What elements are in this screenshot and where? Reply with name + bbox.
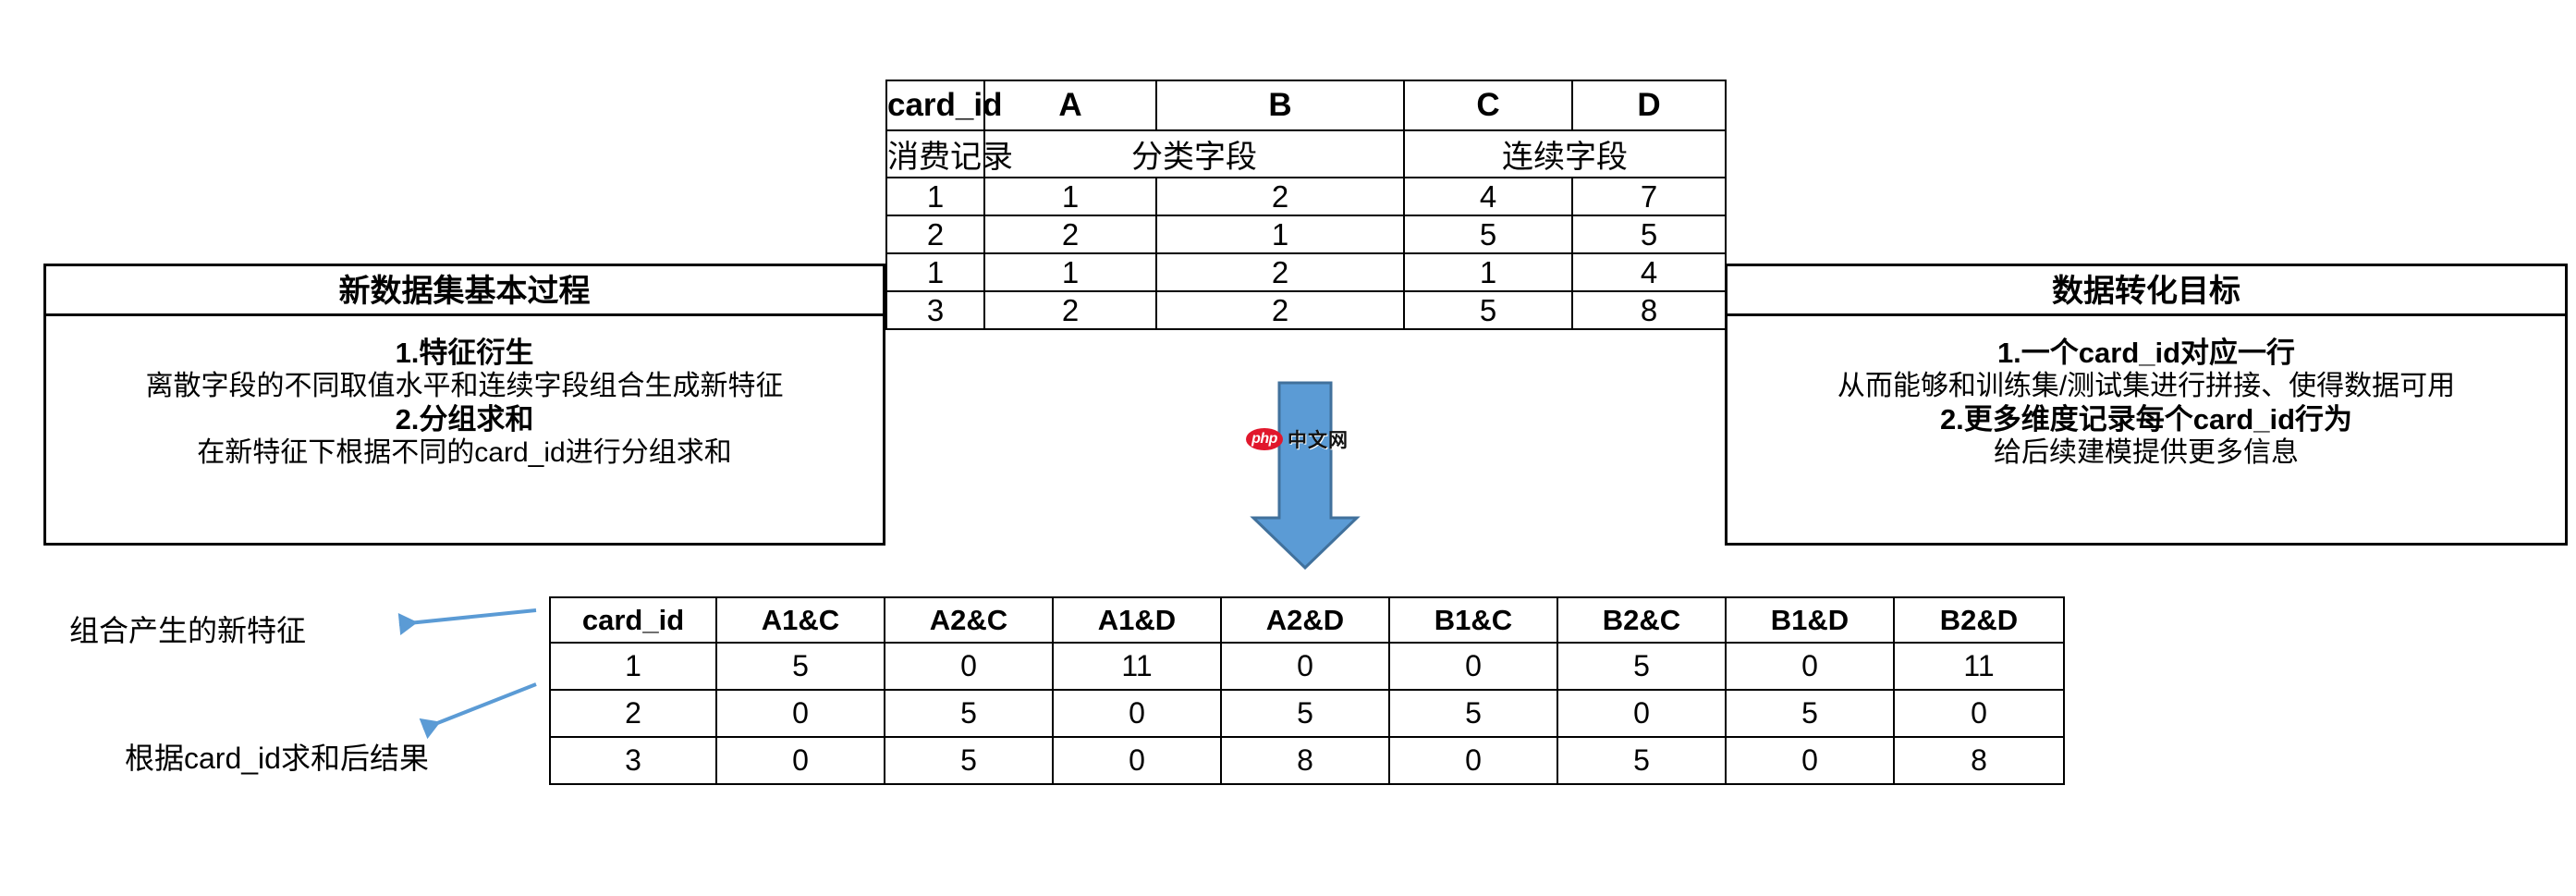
- cell: 5: [715, 642, 885, 691]
- cell: 0: [1052, 736, 1222, 785]
- cell: 2: [983, 215, 1157, 254]
- cell: 2: [1155, 177, 1405, 216]
- col-header-a: A: [983, 80, 1157, 131]
- left-box-title: 新数据集基本过程: [46, 266, 883, 316]
- group-label-categorical: 分类字段: [983, 129, 1405, 178]
- cell: 8: [1893, 736, 2065, 785]
- cell: 2: [549, 689, 717, 738]
- cell: 5: [1571, 215, 1727, 254]
- right-box-line: 从而能够和训练集/测试集进行拼接、使得数据可用: [1837, 371, 2456, 401]
- cell: 1: [885, 177, 985, 216]
- cell: 2: [885, 215, 985, 254]
- group-label-records: 消费记录: [885, 129, 1013, 178]
- right-box-line: 2.更多维度记录每个card_id行为: [1939, 403, 2353, 436]
- cell: 3: [549, 736, 717, 785]
- cell: 2: [1155, 290, 1405, 330]
- source-table: card_id A B C D 消费记录 分类字段 连续字段 1 1 2 4 7…: [885, 80, 1727, 330]
- cell: 11: [1893, 642, 2065, 691]
- cell: 1: [549, 642, 717, 691]
- cell: 4: [1403, 177, 1573, 216]
- cell: 5: [1557, 736, 1727, 785]
- cell: 0: [1388, 736, 1558, 785]
- col-header-b2d: B2&D: [1893, 596, 2065, 644]
- cell: 0: [1725, 642, 1895, 691]
- table-row: 2 2 1 5 5: [885, 215, 1727, 254]
- cell: 0: [884, 642, 1054, 691]
- col-header-b1d: B1&D: [1725, 596, 1895, 644]
- down-arrow-icon: [1250, 381, 1361, 571]
- table-group-row: 消费记录 分类字段 连续字段: [885, 129, 1727, 178]
- right-box-title: 数据转化目标: [1728, 266, 2565, 316]
- col-header-d: D: [1571, 80, 1727, 131]
- cell: 2: [983, 290, 1157, 330]
- table-header-row: card_id A1&C A2&C A1&D A2&D B1&C B2&C B1…: [549, 596, 2065, 644]
- annotation-new-feature: 组合产生的新特征: [69, 614, 307, 647]
- cell: 0: [1893, 689, 2065, 738]
- group-label-continuous: 连续字段: [1403, 129, 1727, 178]
- table-header-row: card_id A B C D: [885, 80, 1727, 131]
- col-header-a1d: A1&D: [1052, 596, 1222, 644]
- cell: 1: [983, 252, 1157, 292]
- cell: 5: [1403, 215, 1573, 254]
- cell: 0: [1052, 689, 1222, 738]
- col-header-card-id: card_id: [885, 80, 1003, 131]
- transformation-goal-box: 数据转化目标 1.一个card_id对应一行 从而能够和训练集/测试集进行拼接、…: [1725, 264, 2568, 546]
- cell: 0: [1557, 689, 1727, 738]
- left-box-line: 离散字段的不同取值水平和连续字段组合生成新特征: [145, 371, 784, 401]
- cell: 5: [1388, 689, 1558, 738]
- col-header-b2c: B2&C: [1557, 596, 1727, 644]
- cell: 0: [1725, 736, 1895, 785]
- table-row: 1 1 2 4 7: [885, 177, 1727, 216]
- cell: 5: [884, 736, 1054, 785]
- cell: 1: [885, 252, 985, 292]
- left-box-line: 2.分组求和: [395, 403, 534, 436]
- cell: 11: [1052, 642, 1222, 691]
- arrow-to-new-feature: [397, 608, 537, 635]
- process-description-box: 新数据集基本过程 1.特征衍生 离散字段的不同取值水平和连续字段组合生成新特征 …: [43, 264, 885, 546]
- left-box-line: 在新特征下根据不同的card_id进行分组求和: [197, 437, 732, 468]
- cell: 1: [1155, 215, 1405, 254]
- cell: 8: [1571, 290, 1727, 330]
- result-table: card_id A1&C A2&C A1&D A2&D B1&C B2&C B1…: [549, 596, 2065, 785]
- cell: 2: [1155, 252, 1405, 292]
- cell: 3: [885, 290, 985, 330]
- arrow-to-sum-result: [419, 682, 537, 740]
- cell: 4: [1571, 252, 1727, 292]
- cell: 1: [1403, 252, 1573, 292]
- col-header-card-id: card_id: [549, 596, 717, 644]
- left-box-body: 1.特征衍生 离散字段的不同取值水平和连续字段组合生成新特征 2.分组求和 在新…: [46, 316, 883, 470]
- table-row: 1 5 0 11 0 0 5 0 11: [549, 642, 2065, 691]
- table-row: 3 2 2 5 8: [885, 290, 1727, 330]
- col-header-a1c: A1&C: [715, 596, 885, 644]
- col-header-a2c: A2&C: [884, 596, 1054, 644]
- table-row: 3 0 5 0 8 0 5 0 8: [549, 736, 2065, 785]
- table-row: 1 1 2 1 4: [885, 252, 1727, 292]
- right-box-line: 给后续建模提供更多信息: [1994, 437, 2299, 468]
- cell: 5: [1403, 290, 1573, 330]
- cell: 5: [1557, 642, 1727, 691]
- cell: 0: [715, 736, 885, 785]
- right-box-body: 1.一个card_id对应一行 从而能够和训练集/测试集进行拼接、使得数据可用 …: [1728, 316, 2565, 470]
- cell: 5: [1220, 689, 1390, 738]
- right-box-line: 1.一个card_id对应一行: [1996, 337, 2296, 369]
- col-header-c: C: [1403, 80, 1573, 131]
- left-box-line: 1.特征衍生: [395, 337, 534, 369]
- table-row: 2 0 5 0 5 5 0 5 0: [549, 689, 2065, 738]
- col-header-a2d: A2&D: [1220, 596, 1390, 644]
- cell: 0: [1388, 642, 1558, 691]
- cell: 0: [1220, 642, 1390, 691]
- annotation-sum-result: 根据card_id求和后结果: [125, 742, 429, 775]
- cell: 5: [1725, 689, 1895, 738]
- cell: 8: [1220, 736, 1390, 785]
- cell: 5: [884, 689, 1054, 738]
- col-header-b1c: B1&C: [1388, 596, 1558, 644]
- cell: 1: [983, 177, 1157, 216]
- cell: 0: [715, 689, 885, 738]
- cell: 7: [1571, 177, 1727, 216]
- col-header-b: B: [1155, 80, 1405, 131]
